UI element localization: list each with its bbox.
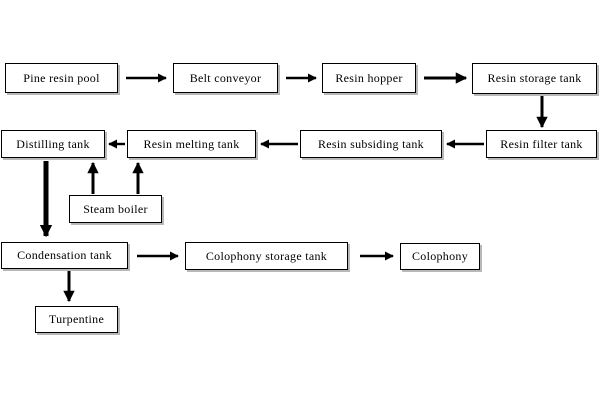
node-label: Distilling tank [16,136,90,151]
node-resin-hopper: Resin hopper [322,63,416,93]
node-label: Belt conveyor [189,70,262,85]
node-condensation-tank: Condensation tank [1,242,128,269]
node-resin-storage-tank: Resin storage tank [472,63,597,94]
node-label: Resin hopper [335,70,403,85]
node-colophony: Colophony [400,243,480,270]
node-label: Resin subsiding tank [317,136,424,151]
node-belt-conveyor: Belt conveyor [173,63,278,93]
node-steam-boiler: Steam boiler [69,195,162,223]
node-colophony-storage-tank: Colophony storage tank [185,242,348,270]
node-label: Steam boiler [83,201,148,216]
node-label: Resin filter tank [500,136,583,151]
node-label: Resin storage tank [487,71,582,85]
node-label: Turpentine [48,312,105,326]
node-label: Resin melting tank [143,136,240,151]
node-resin-melting-tank: Resin melting tank [127,130,256,158]
node-turpentine: Turpentine [35,306,118,333]
node-label: Pine resin pool [23,70,100,85]
node-pine-resin-pool: Pine resin pool [5,63,118,93]
node-label: Colophony storage tank [205,248,328,263]
node-resin-filter-tank: Resin filter tank [486,130,597,158]
node-label: Colophony [411,249,469,263]
node-label: Condensation tank [17,248,112,262]
node-distilling-tank: Distilling tank [1,130,105,158]
node-resin-subsiding-tank: Resin subsiding tank [300,130,442,158]
